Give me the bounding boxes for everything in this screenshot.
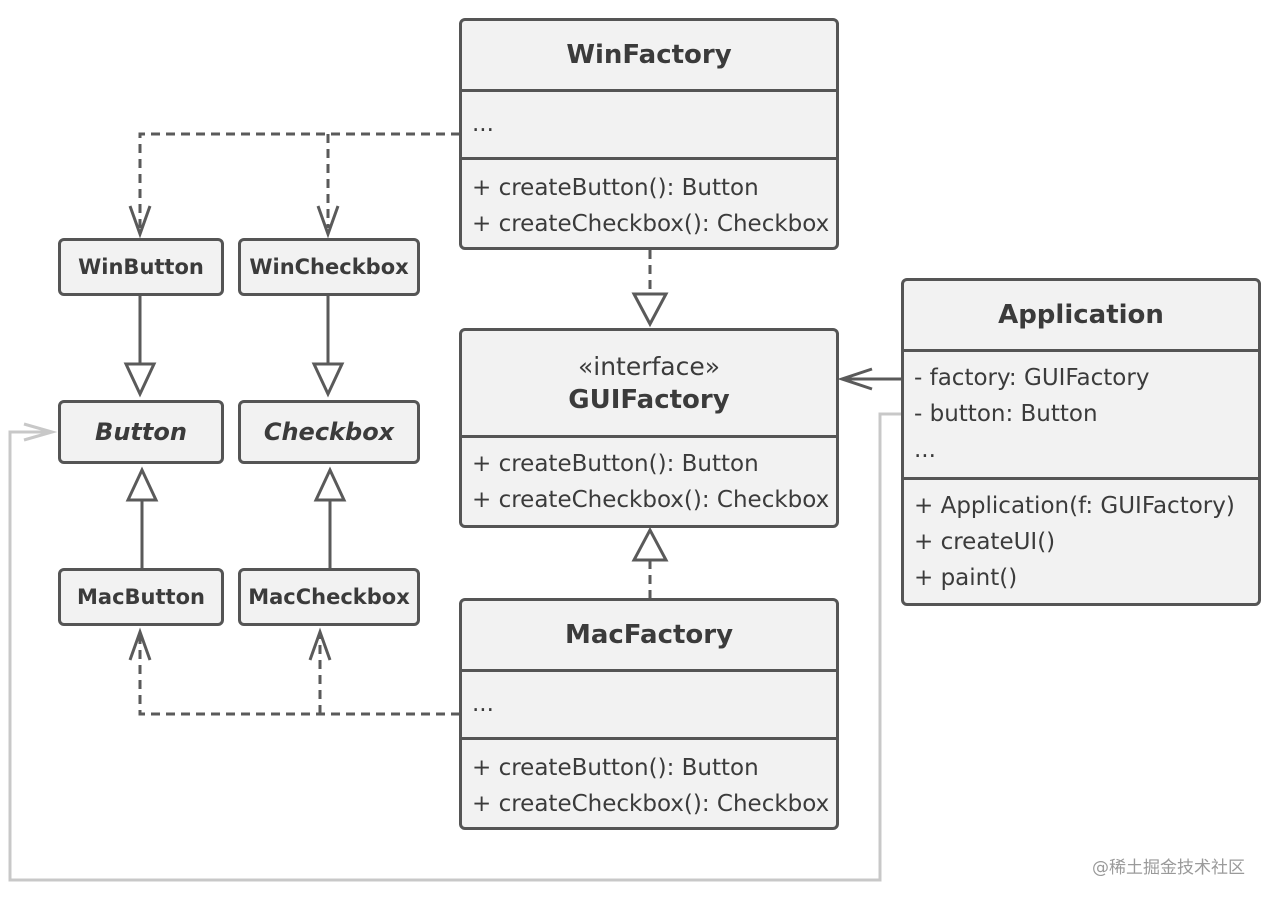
application-name: Application — [998, 300, 1164, 330]
application-class: Application - factory: GUIFactory - butt… — [901, 278, 1261, 606]
winfactory-dependency-line — [138, 132, 460, 228]
winfactory-name: WinFactory — [566, 40, 732, 70]
application-method: + paint() — [914, 565, 1018, 591]
guifactory-interface: «interface» GUIFactory + createButton():… — [459, 328, 839, 528]
macfactory-fields-section: ... — [462, 669, 836, 737]
guifactory-method: + createCheckbox(): Checkbox — [472, 487, 830, 513]
maccheckbox-inheritance-triangle — [313, 466, 347, 502]
macfactory-field: ... — [472, 691, 494, 717]
maccheckbox-class: MacCheckbox — [238, 568, 420, 626]
winfactory-title-section: WinFactory — [462, 21, 836, 89]
macfactory-dependency-line — [138, 636, 460, 716]
macfactory-title-section: MacFactory — [462, 601, 836, 669]
winfactory-method: + createButton(): Button — [472, 175, 759, 201]
guifactory-stereotype: «interface» — [577, 351, 721, 381]
application-fields-section: - factory: GUIFactory - button: Button .… — [904, 349, 1258, 477]
guifactory-title-section: «interface» GUIFactory — [462, 331, 836, 435]
application-field: - button: Button — [914, 401, 1098, 427]
winbutton-inheritance-triangle — [123, 362, 157, 398]
checkbox-interface: Checkbox — [238, 400, 420, 464]
macfactory-realization-triangle — [631, 526, 669, 562]
application-methods-section: + Application(f: GUIFactory) + createUI(… — [904, 477, 1258, 603]
guifactory-methods-section: + createButton(): Button + createCheckbo… — [462, 435, 836, 525]
winbutton-dependency-arrowhead — [128, 205, 152, 239]
maccheckbox-label: MacCheckbox — [248, 585, 410, 609]
macbutton-label: MacButton — [77, 585, 205, 609]
winfactory-method: + createCheckbox(): Checkbox — [472, 211, 830, 237]
application-method: + Application(f: GUIFactory) — [914, 493, 1235, 519]
app-to-guifactory-arrowhead — [837, 367, 873, 391]
macfactory-method: + createCheckbox(): Checkbox — [472, 791, 830, 817]
winfactory-methods-section: + createButton(): Button + createCheckbo… — [462, 157, 836, 247]
app-to-button-arrowhead — [23, 422, 58, 442]
wincheckbox-dependency-arrowhead — [316, 205, 340, 239]
winfactory-field: ... — [472, 111, 494, 137]
winfactory-class: WinFactory ... + createButton(): Button … — [459, 18, 839, 250]
maccheckbox-dependency-arrowhead — [308, 627, 332, 661]
macbutton-class: MacButton — [58, 568, 224, 626]
winbutton-class: WinButton — [58, 238, 224, 296]
button-interface: Button — [58, 400, 224, 464]
guifactory-method: + createButton(): Button — [472, 451, 759, 477]
wincheckbox-label: WinCheckbox — [249, 255, 409, 279]
macfactory-method: + createButton(): Button — [472, 755, 759, 781]
wincheckbox-class: WinCheckbox — [238, 238, 420, 296]
application-field: - factory: GUIFactory — [914, 365, 1150, 391]
macbutton-inheritance-triangle — [125, 466, 159, 502]
guifactory-name: GUIFactory — [568, 384, 730, 415]
button-label: Button — [95, 418, 187, 446]
winfactory-fields-section: ... — [462, 89, 836, 157]
macfactory-methods-section: + createButton(): Button + createCheckbo… — [462, 737, 836, 827]
macfactory-class: MacFactory ... + createButton(): Button … — [459, 598, 839, 830]
application-title-section: Application — [904, 281, 1258, 349]
macfactory-name: MacFactory — [564, 620, 734, 650]
wincheckbox-inheritance-triangle — [311, 362, 345, 398]
winbutton-label: WinButton — [78, 255, 204, 279]
macbutton-dependency-arrowhead — [128, 627, 152, 661]
watermark: @稀土掘金技术社区 — [1092, 858, 1245, 878]
app-to-button-association — [8, 412, 902, 882]
application-method: + createUI() — [914, 529, 1056, 555]
application-field: ... — [914, 437, 936, 463]
winfactory-realization-triangle — [631, 292, 669, 328]
checkbox-label: Checkbox — [263, 418, 395, 446]
